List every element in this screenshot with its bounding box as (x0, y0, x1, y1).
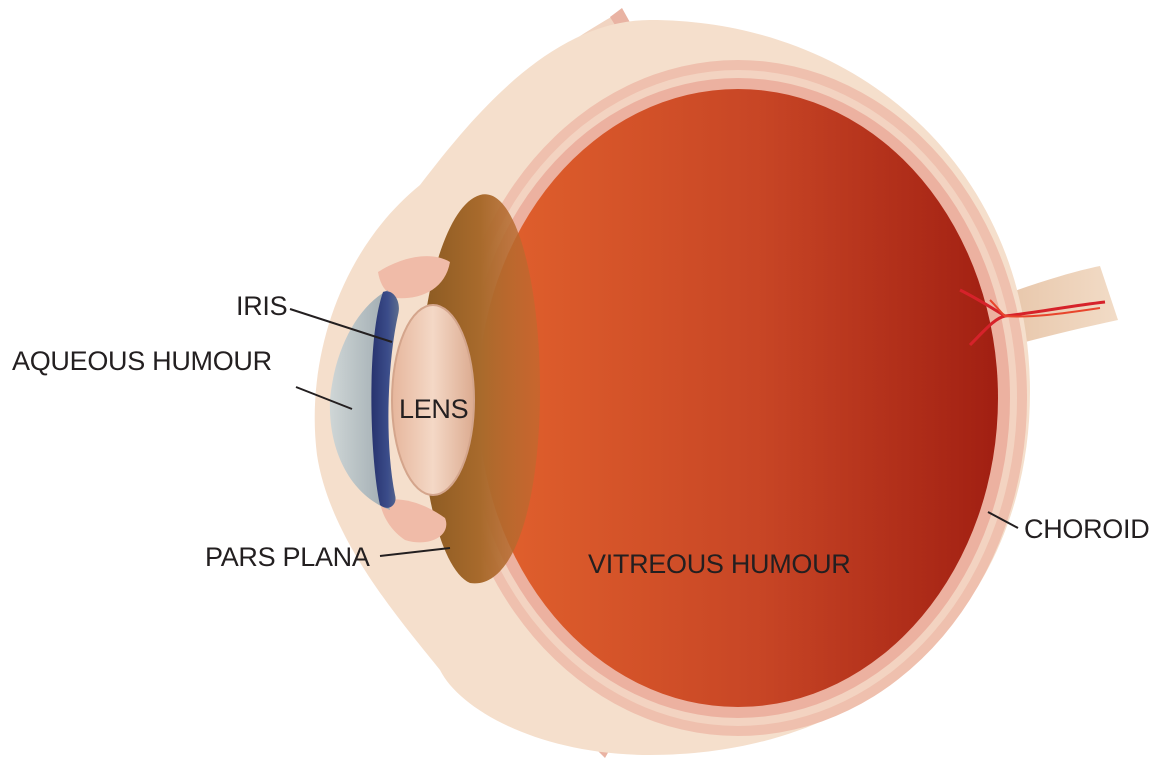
label-lens: LENS (399, 394, 468, 424)
vitreous-humour-body (478, 89, 998, 707)
label-choroid: CHOROID (1024, 514, 1149, 544)
label-aqueous-humour: AQUEOUS HUMOUR (12, 346, 272, 376)
label-vitreous-humour: VITREOUS HUMOUR (588, 549, 851, 579)
label-iris: IRIS (236, 291, 287, 321)
label-pars-plana: PARS PLANA (205, 542, 370, 572)
